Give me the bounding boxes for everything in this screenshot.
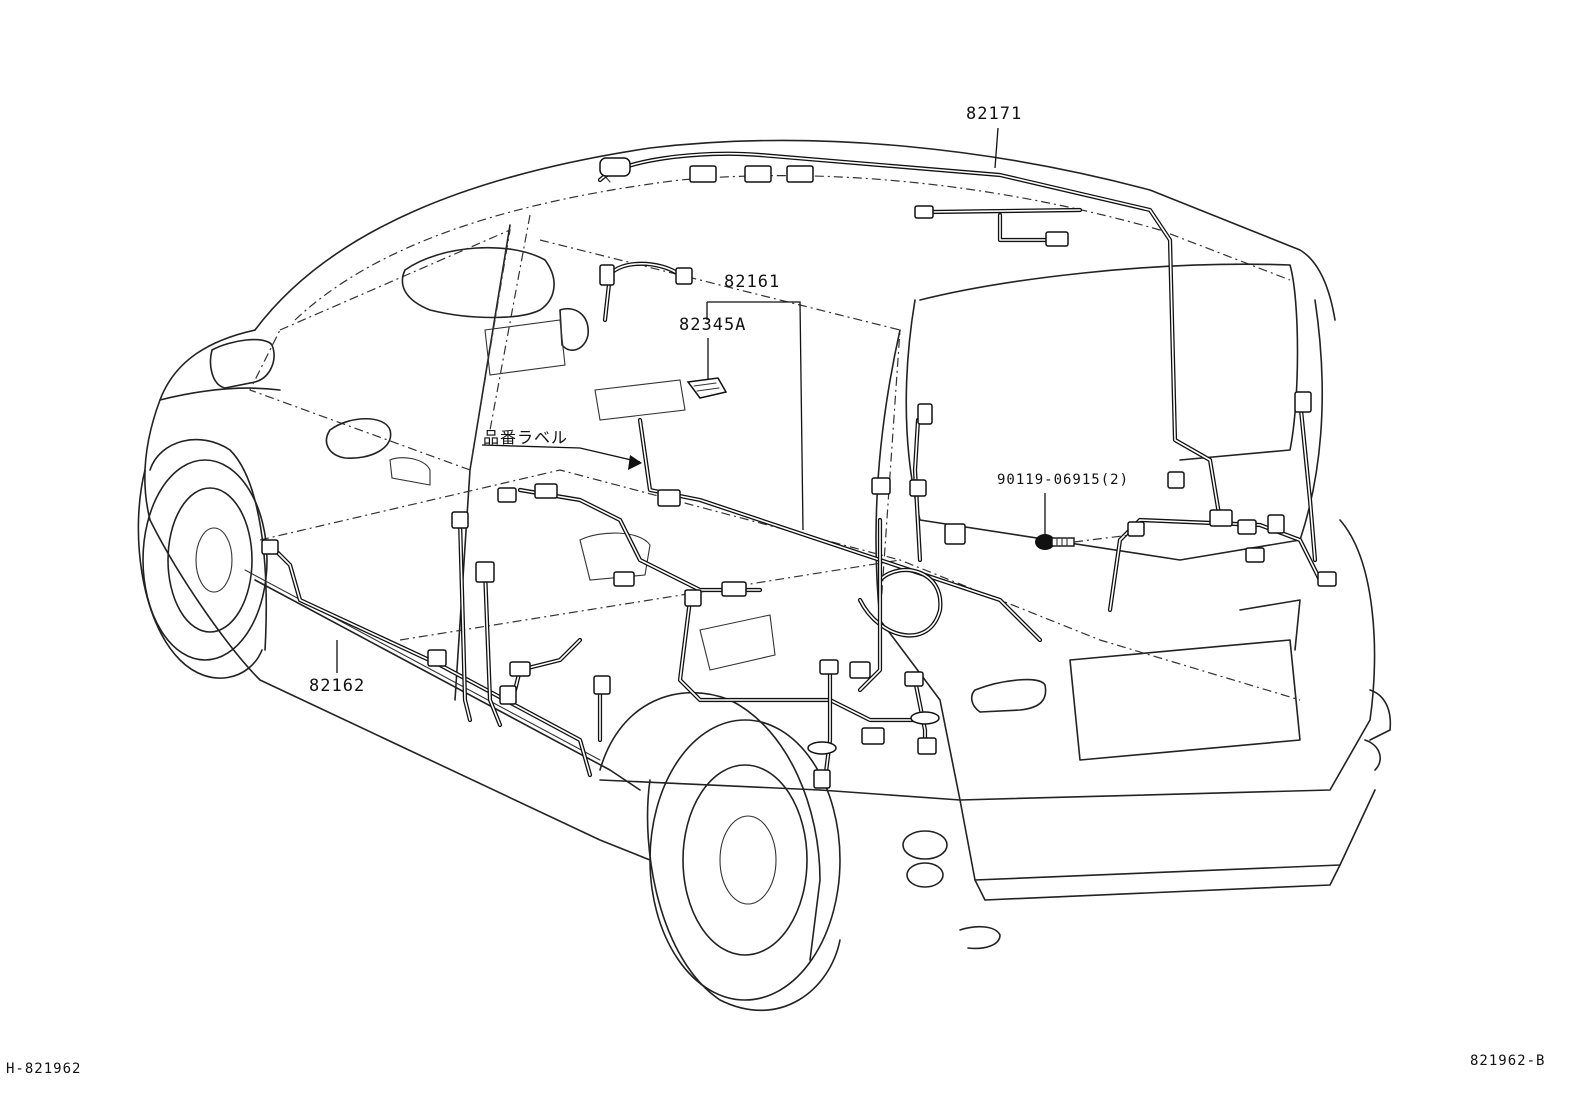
callout-82171: 82171 bbox=[966, 104, 1023, 124]
leader-lines bbox=[336, 127, 1131, 673]
callout-82161: 82161 bbox=[724, 272, 781, 292]
footer-right-code: 821962-B bbox=[1470, 1053, 1546, 1069]
callout-82345a: 82345A bbox=[679, 315, 747, 335]
part-label-icon bbox=[686, 377, 728, 399]
callout-bolt-90119: 90119-06915(2) bbox=[997, 472, 1130, 488]
connectors bbox=[261, 157, 1337, 789]
callout-part-number-label: 品番ラベル bbox=[483, 428, 569, 447]
vehicle-body bbox=[137, 139, 1392, 1012]
callout-82162: 82162 bbox=[309, 676, 366, 696]
bolt-icon bbox=[1035, 534, 1075, 550]
footer-left-code: H-821962 bbox=[6, 1061, 82, 1077]
harness-floor-82162 bbox=[267, 487, 928, 783]
